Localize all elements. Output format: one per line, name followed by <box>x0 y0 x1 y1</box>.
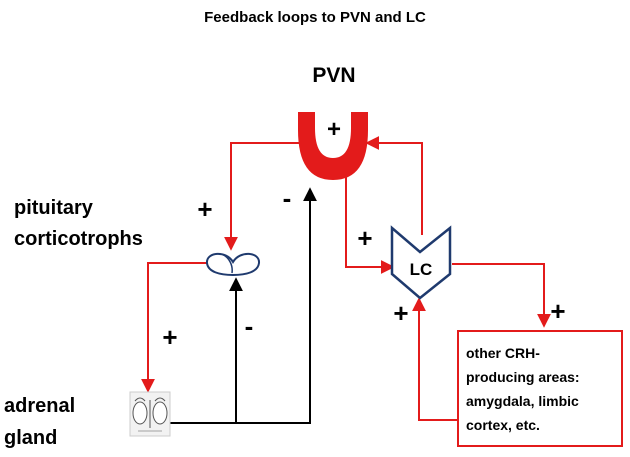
crh-box-line-1: other CRH- <box>466 345 540 361</box>
pituitary-to-adrenal-arrow <box>141 262 210 393</box>
heart-shape-icon <box>206 252 260 277</box>
sign-pvn-to-pituitary: + <box>197 194 212 224</box>
u-shape-icon <box>298 112 368 180</box>
crh-areas-box <box>457 330 623 447</box>
lc-to-crh-arrow <box>452 263 551 328</box>
sign-lc-to-crh: + <box>550 296 565 326</box>
lc-label: LC <box>410 260 433 279</box>
lc-to-pvn-arrow <box>365 136 423 235</box>
diagram-title: Feedback loops to PVN and LC <box>204 9 426 26</box>
adrenal-feedback-lines <box>170 187 317 424</box>
adrenal-label-line-1: adrenal <box>4 395 75 417</box>
sign-crh-to-lc: + <box>393 298 408 328</box>
pituitary-label-line-1: pituitary <box>14 197 94 219</box>
crh-box-line-2: producing areas: <box>466 369 580 385</box>
adrenal-label-line-2: gland <box>4 427 57 449</box>
sign-adrenal-to-pituitary: - <box>245 311 254 341</box>
chevron-shape-icon <box>390 225 452 300</box>
sign-adrenal-to-pvn: - <box>283 183 292 213</box>
pvn-inside-sign: + <box>327 116 341 143</box>
sign-pvn-to-lc: + <box>357 223 372 253</box>
pvn-label: PVN <box>312 64 355 87</box>
sign-pituitary-to-adrenal: + <box>162 322 177 352</box>
crh-to-lc-arrow <box>412 297 458 421</box>
crh-box-line-3: amygdala, limbic <box>466 393 579 409</box>
adrenal-gland-icon <box>129 391 171 437</box>
pvn-to-lc-arrow <box>345 175 395 274</box>
crh-box-line-4: cortex, etc. <box>466 417 540 433</box>
pvn-to-pituitary-arrow <box>224 142 304 251</box>
pituitary-label-line-2: corticotrophs <box>14 228 143 250</box>
